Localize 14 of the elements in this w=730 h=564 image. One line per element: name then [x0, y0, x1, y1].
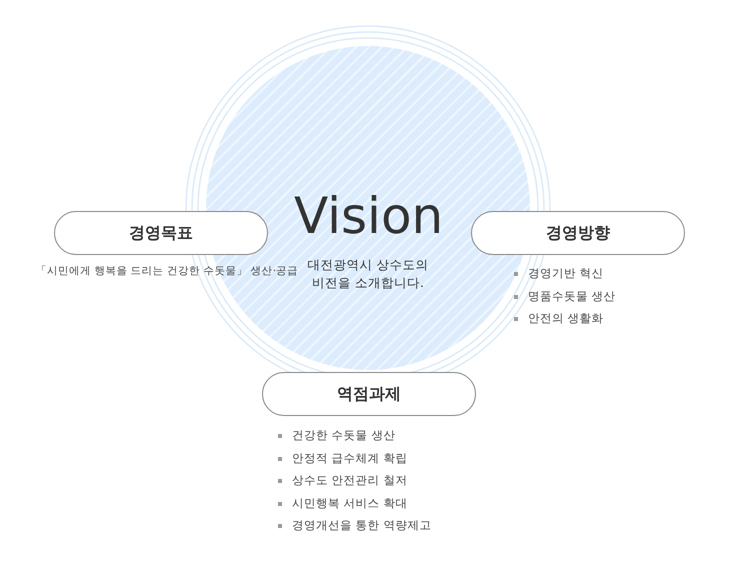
- bullet-item: 경영기반 혁신: [514, 262, 604, 284]
- goal-text: 「시민에게 행복을 드리는 건강한 수돗물」 생산·공급: [36, 264, 298, 278]
- bullet-item: 명품수돗물 생산: [514, 284, 616, 307]
- vision-title: Vision: [294, 188, 444, 244]
- bullet-item: 안정적 급수체계 확립: [278, 446, 408, 469]
- bullet-item: 상수도 안전관리 철저: [278, 469, 408, 492]
- bullet-item: 경영개선을 통한 역량제고: [278, 514, 432, 536]
- bullet-item: 건강한 수돗물 생산: [278, 424, 396, 446]
- bullet-item: 안전의 생활화: [514, 307, 604, 330]
- heading-pill: 역점과제: [262, 372, 476, 416]
- bullet-item: 시민행복 서비스 확대: [278, 492, 408, 514]
- heading-pill: 경영방향: [471, 211, 685, 255]
- vision-subtitle: 대전광역시 상수도의 비전을 소개합니다.: [306, 256, 430, 292]
- heading-pill: 경영목표: [54, 211, 268, 255]
